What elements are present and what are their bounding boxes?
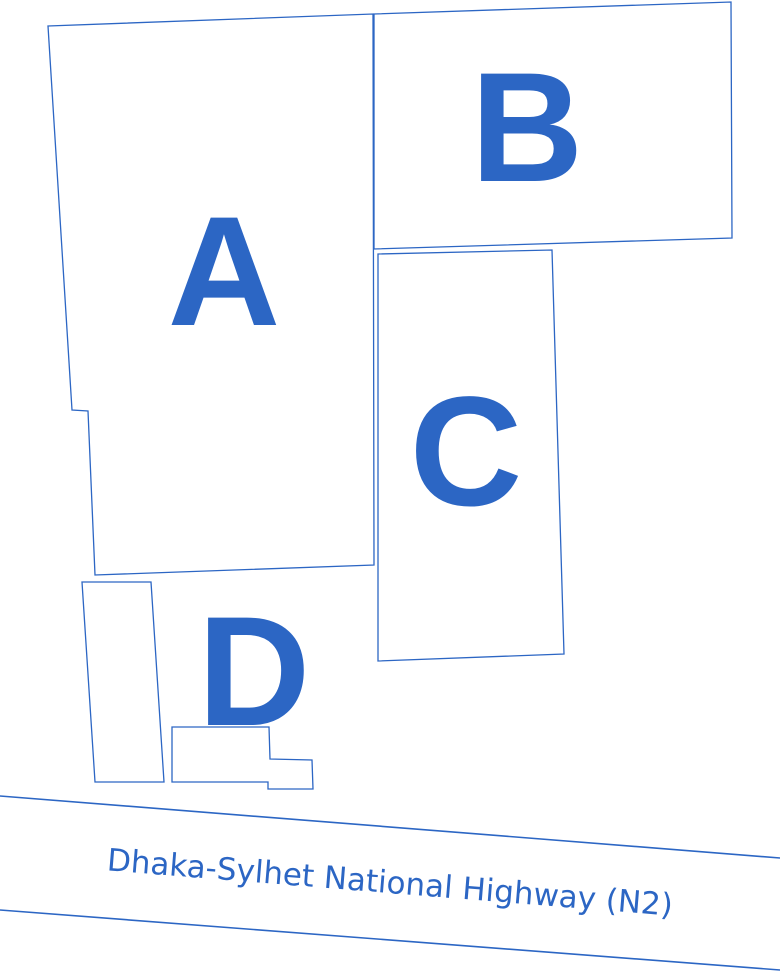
plot-d-outline[interactable] [81,581,314,790]
plot-d-left-parcel[interactable] [81,581,165,783]
plot-d-right-parcel[interactable] [171,726,314,790]
plot-c-outline[interactable] [377,249,565,662]
plot-a-label: A [168,185,281,359]
plot-d-label: D [198,585,311,759]
plot-a-outline[interactable] [47,13,375,576]
highway: Dhaka-Sylhet National Highway (N2) [0,795,780,971]
highway-label: Dhaka-Sylhet National Highway (N2) [106,842,674,923]
highway-top-edge [0,795,780,859]
highway-bottom-edge [0,909,780,971]
plot-b-label: B [471,41,584,215]
plot-b-outline[interactable] [373,1,733,250]
plot-c-label: C [410,365,523,539]
